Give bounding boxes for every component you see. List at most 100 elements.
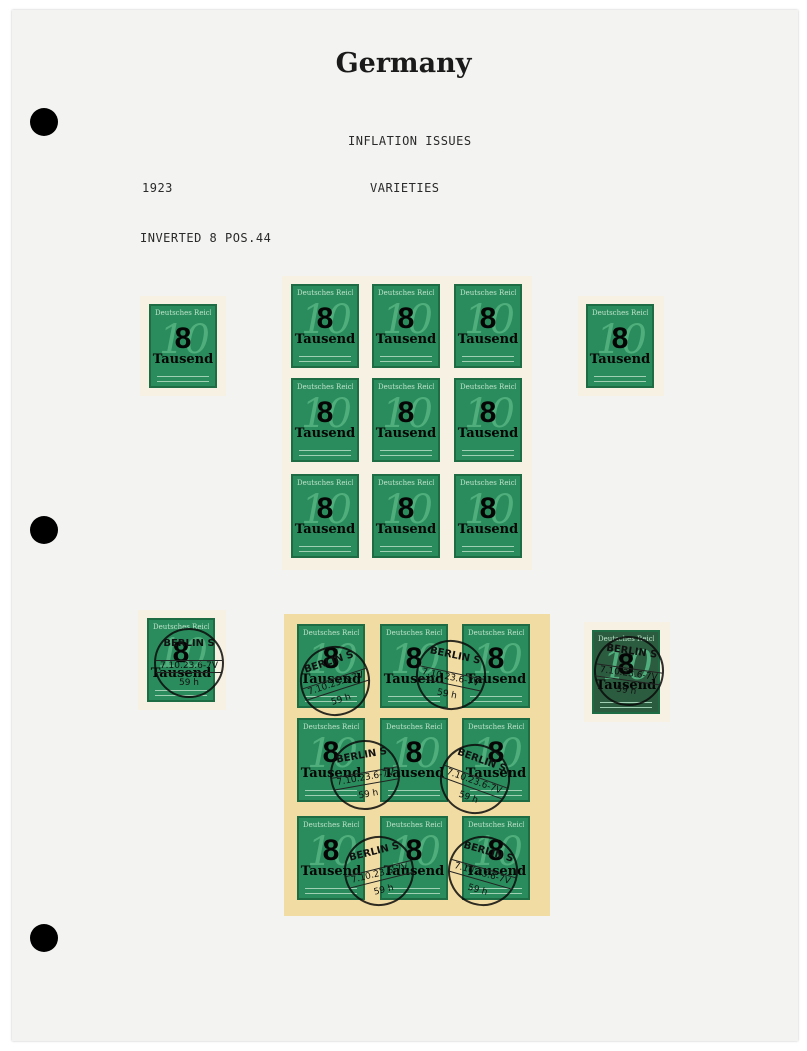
binder-hole-middle: [30, 516, 58, 544]
stamp-base-value: 10: [464, 297, 515, 343]
stamp-header: Deutsches Reich: [598, 635, 654, 643]
page-heading: INFLATION ISSUES: [348, 134, 472, 148]
stamp-footer: [388, 790, 440, 796]
postmark-date: 7.10.23.6-7V: [156, 660, 222, 673]
overprint-word: Tausend: [375, 426, 437, 441]
stamp-footer: [470, 790, 522, 796]
stamp-header: Deutsches Reich: [468, 629, 524, 637]
stamp-base-value: 10: [301, 487, 352, 533]
stamp-base-value: 10: [390, 829, 441, 875]
overprint-word: Tausend: [457, 426, 519, 441]
stamp-header: Deutsches Reich: [386, 629, 442, 637]
stamp-header: Deutsches Reich: [297, 383, 353, 391]
stamp-base-value: 10: [464, 391, 515, 437]
overprint-value: 8: [405, 736, 423, 769]
overprint-value: 8: [611, 322, 629, 355]
overprint-word: Tausend: [294, 522, 356, 537]
stamp-footer: [305, 888, 357, 894]
overprint-word: Tausend: [457, 522, 519, 537]
stamp-base-value: 10: [382, 487, 433, 533]
binder-hole-top: [30, 108, 58, 136]
stamp-header: Deutsches Reich: [386, 821, 442, 829]
overprint-word: Tausend: [589, 352, 651, 367]
overprint-value: 8: [397, 492, 415, 525]
stamp-footer: [388, 888, 440, 894]
postmark-code: 59 h: [178, 678, 200, 688]
overprint-word: Tausend: [457, 332, 519, 347]
stamp-base-value: 10: [307, 731, 358, 777]
year-label: 1923: [142, 181, 173, 195]
stamp-header: Deutsches Reich: [468, 723, 524, 731]
stamp-footer: [305, 696, 357, 702]
stamp-base-value: 10: [307, 829, 358, 875]
stamp-header: Deutsches Reich: [378, 479, 434, 487]
stamp-footer: [462, 546, 514, 552]
overprint-word: Tausend: [375, 522, 437, 537]
stamp-base-value: 10: [159, 317, 210, 363]
overprint-value: 8: [479, 302, 497, 335]
overprint-value: 8: [487, 642, 505, 675]
overprint-value: 8: [487, 736, 505, 769]
overprint-word: Tausend: [294, 426, 356, 441]
stamp-header: Deutsches Reich: [460, 289, 516, 297]
overprint-value: 8: [617, 648, 635, 681]
overprint-value: 8: [322, 642, 340, 675]
stamp-base-value: 10: [301, 391, 352, 437]
overprint-word: Tausend: [383, 766, 445, 781]
stamp-footer: [380, 546, 432, 552]
stamp-footer: [380, 450, 432, 456]
overprint-value: 8: [405, 834, 423, 867]
page-title: Germany: [335, 48, 472, 79]
stamp-header: Deutsches Reich: [592, 309, 648, 317]
overprint-word: Tausend: [465, 672, 527, 687]
stamp-footer: [305, 790, 357, 796]
stamp-base-value: 10: [464, 487, 515, 533]
section-label: VARIETIES: [370, 181, 440, 195]
stamp-header: Deutsches Reich: [303, 629, 359, 637]
stamp-base-value: 10: [472, 731, 523, 777]
overprint-word: Tausend: [465, 864, 527, 879]
overprint-value: 8: [316, 302, 334, 335]
stamp-footer: [299, 546, 351, 552]
stamp-header: Deutsches Reich: [153, 623, 209, 631]
overprint-value: 8: [479, 396, 497, 429]
stamp-footer: [388, 696, 440, 702]
overprint-word: Tausend: [383, 672, 445, 687]
stamp-footer: [594, 376, 646, 382]
overprint-value: 8: [316, 396, 334, 429]
overprint-word: Tausend: [375, 332, 437, 347]
stamp-header: Deutsches Reich: [378, 289, 434, 297]
stamp-header: Deutsches Reich: [460, 479, 516, 487]
overprint-word: Tausend: [595, 678, 657, 693]
overprint-word: Tausend: [294, 332, 356, 347]
overprint-value: 8: [479, 492, 497, 525]
stamp-footer: [462, 450, 514, 456]
overprint-value: 8: [405, 642, 423, 675]
overprint-word: Tausend: [300, 766, 362, 781]
stamp-base-value: 10: [472, 637, 523, 683]
stamp-base-value: 10: [390, 637, 441, 683]
binder-hole-bottom: [30, 924, 58, 952]
stamp-base-value: 10: [602, 643, 653, 689]
stamp-header: Deutsches Reich: [460, 383, 516, 391]
stamp-header: Deutsches Reich: [297, 479, 353, 487]
stamp-header: Deutsches Reich: [303, 723, 359, 731]
overprint-value: 8: [316, 492, 334, 525]
stamp-base-value: 10: [472, 829, 523, 875]
